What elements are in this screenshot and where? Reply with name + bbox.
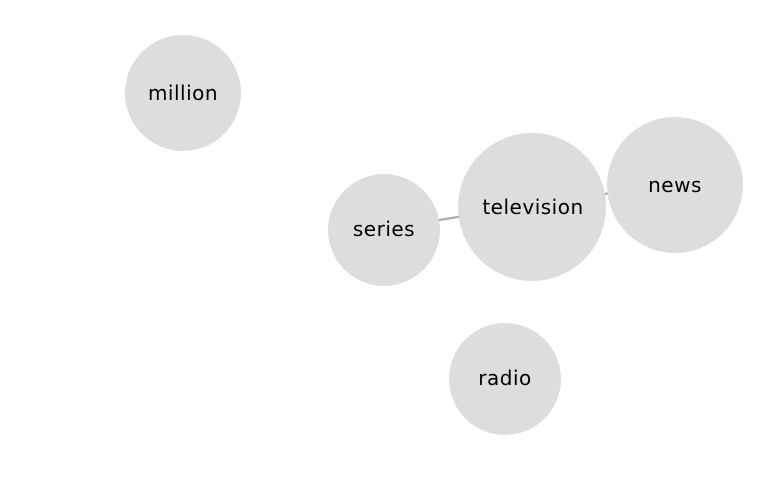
node-series[interactable]: series <box>328 174 440 286</box>
node-news-circle <box>607 117 743 253</box>
node-television-circle <box>458 133 606 281</box>
node-million[interactable]: million <box>125 35 241 151</box>
node-series-label: series <box>353 217 415 241</box>
node-news-label: news <box>648 173 702 197</box>
node-radio-label: radio <box>478 366 531 390</box>
node-television-label: television <box>482 195 583 219</box>
node-radio-circle <box>449 323 561 435</box>
node-news[interactable]: news <box>607 117 743 253</box>
node-million-circle <box>125 35 241 151</box>
node-series-circle <box>328 174 440 286</box>
node-million-label: million <box>148 81 218 105</box>
node-radio[interactable]: radio <box>449 323 561 435</box>
node-television[interactable]: television <box>458 133 606 281</box>
nodes-layer: million series television news radio <box>125 35 743 435</box>
